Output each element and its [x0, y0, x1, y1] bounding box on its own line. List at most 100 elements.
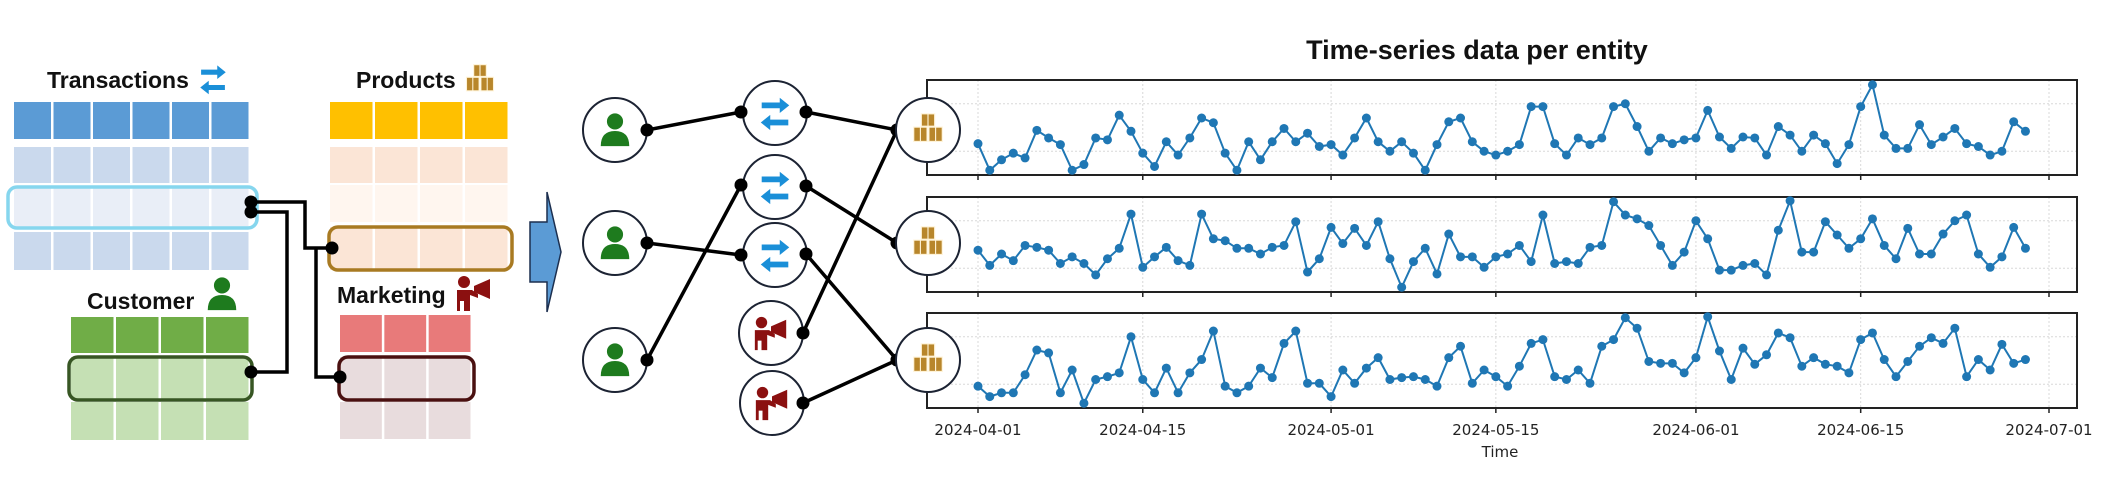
connector-dot [333, 370, 347, 384]
data-point [1503, 249, 1513, 259]
connector-dot [325, 241, 339, 255]
data-point [1891, 143, 1901, 153]
entity-graph [582, 80, 904, 436]
data-point [1220, 148, 1230, 158]
data-point [1738, 260, 1748, 270]
products-row-cell [375, 185, 418, 222]
edge-endpoint-dot [799, 105, 813, 119]
data-point [1420, 375, 1430, 384]
megaphone-person-icon [457, 276, 490, 311]
data-point [1503, 381, 1513, 391]
marketing-table [337, 315, 476, 439]
edge-endpoint-dot [640, 236, 654, 250]
data-point [1291, 137, 1301, 147]
data-point [1550, 259, 1560, 268]
transactions-header-cell [211, 102, 249, 139]
data-point [1197, 355, 1207, 365]
data-point [1408, 148, 1418, 158]
data-point [1609, 335, 1619, 345]
data-point [1915, 249, 1925, 259]
data-point [1550, 372, 1560, 382]
data-point [1962, 210, 1972, 220]
data-point [1255, 363, 1265, 373]
data-point [1503, 146, 1513, 156]
data-point [1361, 363, 1371, 373]
marketing-header-cell [340, 315, 382, 352]
data-point [1385, 254, 1395, 264]
data-point [1208, 118, 1218, 128]
customer-node-circle [582, 210, 648, 276]
data-point [1973, 142, 1983, 151]
plot-frame [926, 79, 2078, 176]
data-point [1597, 133, 1607, 143]
data-point [1714, 132, 1724, 142]
data-point [1291, 326, 1301, 336]
data-point [2020, 126, 2030, 136]
person-icon [207, 277, 237, 311]
data-point [1420, 243, 1430, 253]
data-point [1585, 378, 1595, 388]
data-point [1938, 229, 1948, 239]
data-point [973, 381, 983, 391]
data-point [1656, 240, 1666, 250]
data-point [1597, 240, 1607, 250]
data-point [1208, 234, 1218, 244]
customer-node-c2 [582, 210, 648, 276]
data-point [1526, 338, 1536, 348]
data-point [1514, 361, 1524, 371]
data-point [1408, 372, 1418, 382]
transaction-node-circle [742, 154, 808, 220]
edge-endpoint-dot [734, 178, 748, 192]
graph-edge [646, 241, 742, 257]
data-point [1479, 365, 1489, 375]
data-point [1903, 143, 1913, 153]
data-point [1491, 372, 1501, 382]
data-point [1973, 355, 1983, 365]
data-point [1785, 196, 1795, 206]
transactions-row-cell [93, 187, 130, 228]
edge-endpoint-dot [734, 248, 748, 262]
data-point [1267, 137, 1277, 147]
products-row-cell [465, 227, 508, 270]
edge-endpoint-dot [734, 105, 748, 119]
data-point [1632, 214, 1642, 224]
customer-header-cell [116, 317, 159, 353]
data-point [1185, 133, 1195, 143]
data-point [1044, 133, 1054, 143]
data-point [1762, 270, 1772, 280]
connector-dot [244, 365, 258, 379]
data-point [1891, 254, 1901, 264]
data-point [973, 245, 983, 255]
x-tick-label: 2024-06-15 [1817, 421, 1904, 439]
data-point [1361, 113, 1371, 123]
data-point [1232, 243, 1242, 253]
graph-edge [645, 184, 743, 361]
edge-endpoint-dot [640, 123, 654, 137]
data-point [1114, 110, 1124, 120]
data-point [1032, 242, 1042, 252]
data-point [1573, 365, 1583, 375]
marketing-node-m2 [739, 370, 805, 436]
data-point [1126, 332, 1136, 342]
transactions-highlighted-row [6, 185, 259, 230]
data-point [997, 155, 1007, 165]
data-point [1573, 133, 1583, 143]
data-point [1785, 333, 1795, 343]
data-point [1597, 341, 1607, 351]
data-point [1867, 328, 1877, 338]
data-point [1797, 247, 1807, 257]
data-point [1244, 381, 1254, 391]
series-panel-1 [926, 79, 2078, 180]
products-row-cell [465, 185, 508, 222]
data-point [1856, 335, 1866, 345]
data-point [2009, 222, 2019, 232]
data-point [1008, 148, 1018, 158]
series-panel-3 [926, 312, 2078, 413]
data-point [1114, 243, 1124, 253]
data-point [1950, 323, 1960, 333]
data-point [1456, 252, 1466, 262]
data-point [1150, 252, 1160, 262]
data-point [1408, 257, 1418, 267]
data-point [1397, 137, 1407, 147]
data-point [1385, 146, 1395, 156]
